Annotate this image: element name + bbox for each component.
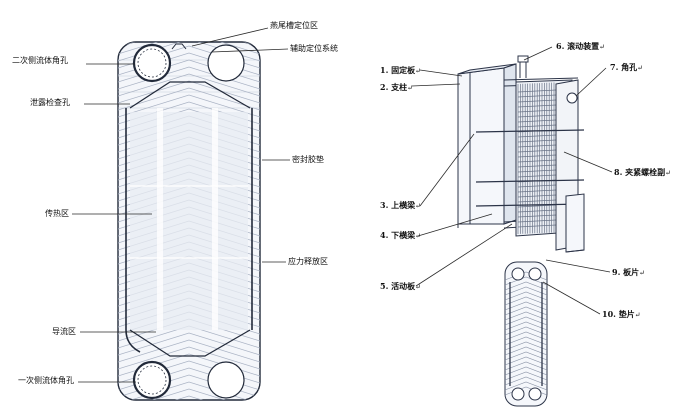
- plate-drawing: [117, 41, 261, 401]
- label-gasket-assembly: 10. 垫片↵: [602, 309, 641, 319]
- label-gasket: 密封胶垫: [292, 155, 324, 164]
- port-bottom-left: [132, 360, 172, 400]
- label-clamp-bolt: 8. 夹紧螺栓副↵: [614, 167, 672, 177]
- port-bottom-right: [207, 361, 245, 399]
- plate-leaders: [72, 27, 290, 383]
- label-secondary-port: 二次侧流体角孔: [12, 56, 68, 65]
- label-leak-hole: 泄露检查孔: [30, 98, 70, 107]
- assembly-drawing: [457, 55, 585, 253]
- label-movable-plate: 5. 活动板↵: [380, 281, 422, 291]
- assembly-leaders: [411, 46, 613, 315]
- label-fixed-plate: 1. 固定板↵: [380, 65, 422, 75]
- gasket-line: [125, 108, 253, 353]
- label-swallowtail-slot: 燕尾槽定位区: [270, 21, 318, 30]
- label-support-column: 2. 支柱↵: [380, 82, 414, 92]
- plate-pattern: [118, 42, 260, 400]
- label-aux-positioning: 辅助定位系统: [290, 44, 338, 53]
- label-primary-port: 一次侧流体角孔: [18, 376, 74, 385]
- label-heat-zone: 传热区: [45, 209, 69, 218]
- label-upper-beam: 3. 上横梁↵: [380, 200, 422, 210]
- label-rolling-device: 6. 滚动装置↵: [556, 41, 606, 51]
- label-stress-zone: 应力释放区: [288, 257, 328, 266]
- port-top-left: [132, 43, 172, 83]
- label-flow-zone: 导流区: [52, 327, 76, 336]
- label-plate: 9. 板片↵: [612, 267, 646, 277]
- label-lower-beam: 4. 下横梁↵: [380, 230, 422, 240]
- port-top-right: [207, 44, 245, 82]
- single-plate-drawing: [504, 261, 548, 407]
- label-port: 7. 角孔↵: [610, 62, 644, 72]
- dovetail-slot: [171, 43, 187, 50]
